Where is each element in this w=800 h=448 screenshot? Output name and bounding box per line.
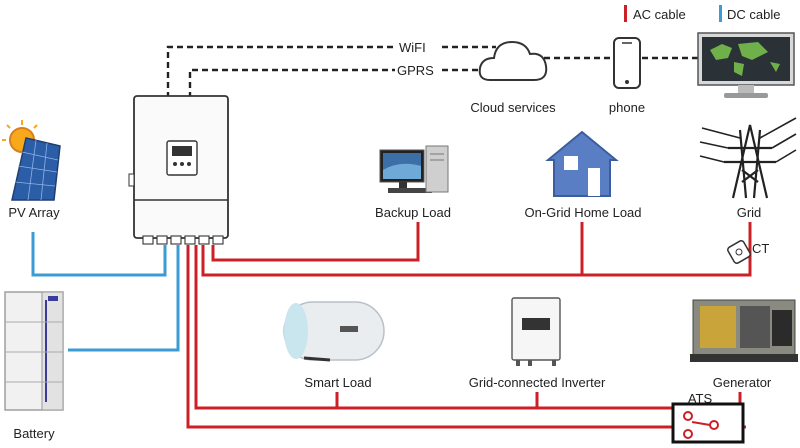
ats-label: ATS [687,391,713,406]
ac-cable-swatch [624,5,627,22]
grid-ac-cable [201,222,752,277]
water-heater-icon [283,301,385,362]
pv-label: PV Array [8,205,60,220]
gprs-label: GPRS [397,63,434,78]
desktop-pc-icon [379,145,449,193]
ac-cables [186,222,752,429]
legend-ac-label: AC cable [633,7,686,22]
battery-dc-cable [68,245,180,352]
backup-ac-cable [211,222,420,262]
backup-load-label: Backup Load [375,205,451,220]
cloud-icon [478,40,548,81]
ats-switch-icon [671,402,745,444]
monitor-icon [697,32,795,98]
cloud-label: Cloud services [470,100,556,115]
battery-label: Battery [13,426,55,441]
string-inverter-icon [511,297,561,366]
dc-cables [31,232,180,352]
wifi-label: WiFI [399,40,426,55]
wifi-line [166,45,395,98]
inverter-icon [128,95,229,245]
phone-label: phone [608,100,646,115]
transmission-tower-icon [699,117,797,199]
ats-ac-cable [186,245,680,429]
home-load-label: On-Grid Home Load [524,205,642,220]
pv-dc-cable [31,232,167,277]
house-icon [545,130,619,197]
generator-icon [690,299,798,362]
gprs-line [188,68,395,98]
comm-lines [166,45,700,98]
ct-label: CT [752,241,770,256]
smart-load-label: Smart Load [304,375,372,390]
smart-load-ac-cable [194,245,680,410]
generator-label: Generator [712,375,772,390]
phone-icon [613,37,641,89]
battery-stack-icon [4,291,64,411]
dc-cable-swatch [719,5,722,22]
solar-panel-icon [2,120,61,201]
grid-label: Grid [736,205,762,220]
grid-inverter-label: Grid-connected Inverter [468,375,606,390]
ct-clamp-icon [727,240,751,264]
legend-dc-label: DC cable [727,7,781,22]
